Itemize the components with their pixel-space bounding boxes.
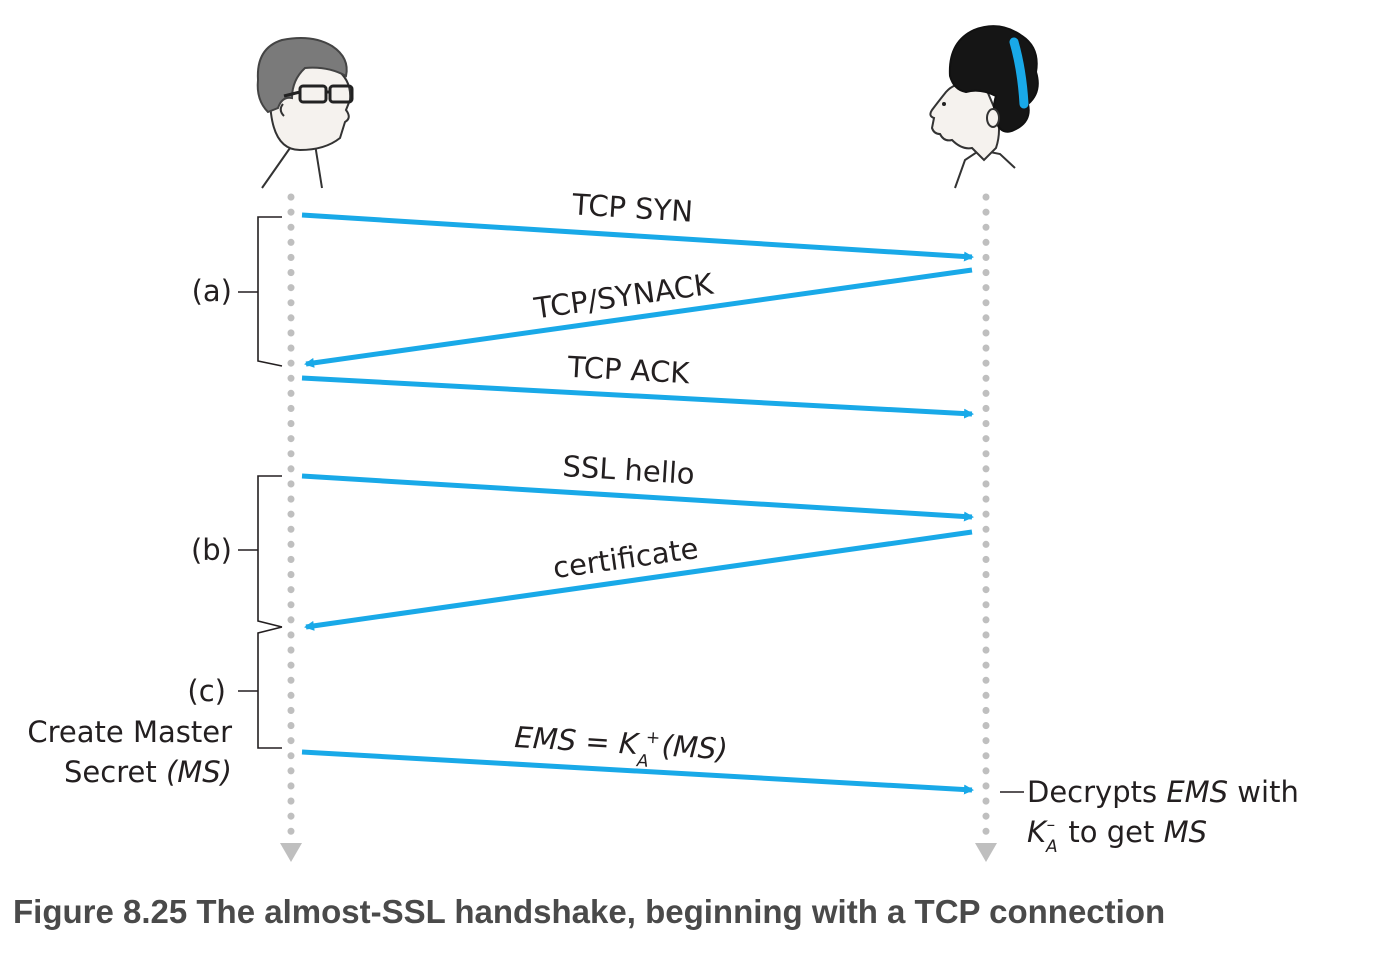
ems-arrow bbox=[301, 749, 974, 795]
phase-a-bracket bbox=[238, 216, 283, 367]
woman-with-headband-icon bbox=[929, 25, 1039, 189]
phase-c-label: (c) bbox=[187, 674, 226, 708]
ssl-hello-arrow bbox=[301, 473, 974, 522]
tcp-syn-arrow bbox=[301, 212, 974, 262]
tcp-ack-arrow bbox=[301, 375, 974, 419]
left-timeline-end-arrow bbox=[280, 843, 302, 862]
tcp-synack-arrow bbox=[304, 267, 973, 368]
ssl-hello-label: SSL hello bbox=[562, 449, 696, 491]
certificate-arrow bbox=[304, 529, 973, 631]
tcp-syn-label: TCP SYN bbox=[570, 187, 694, 229]
ems-label: EMS = KA+(MS) bbox=[513, 720, 729, 776]
certificate-label: certificate bbox=[551, 531, 701, 585]
right-timeline-end-arrow bbox=[975, 843, 997, 862]
decrypts-note-line2: KA– to get MS bbox=[1027, 815, 1207, 857]
tcp-ack-label: TCP ACK bbox=[566, 350, 691, 391]
create-master-secret-line2: Secret (MS) bbox=[64, 755, 232, 789]
phase-b-bracket bbox=[238, 475, 283, 628]
phase-a-label: (a) bbox=[192, 274, 232, 308]
man-with-glasses-icon bbox=[256, 37, 354, 189]
create-master-secret-line1: Create Master bbox=[27, 715, 232, 749]
phase-c-bracket bbox=[238, 626, 283, 749]
decrypts-note-line1: Decrypts EMS with bbox=[1027, 775, 1299, 809]
phase-b-label: (b) bbox=[191, 533, 232, 567]
figure-caption: Figure 8.25 The almost-SSL handshake, be… bbox=[13, 893, 1166, 930]
